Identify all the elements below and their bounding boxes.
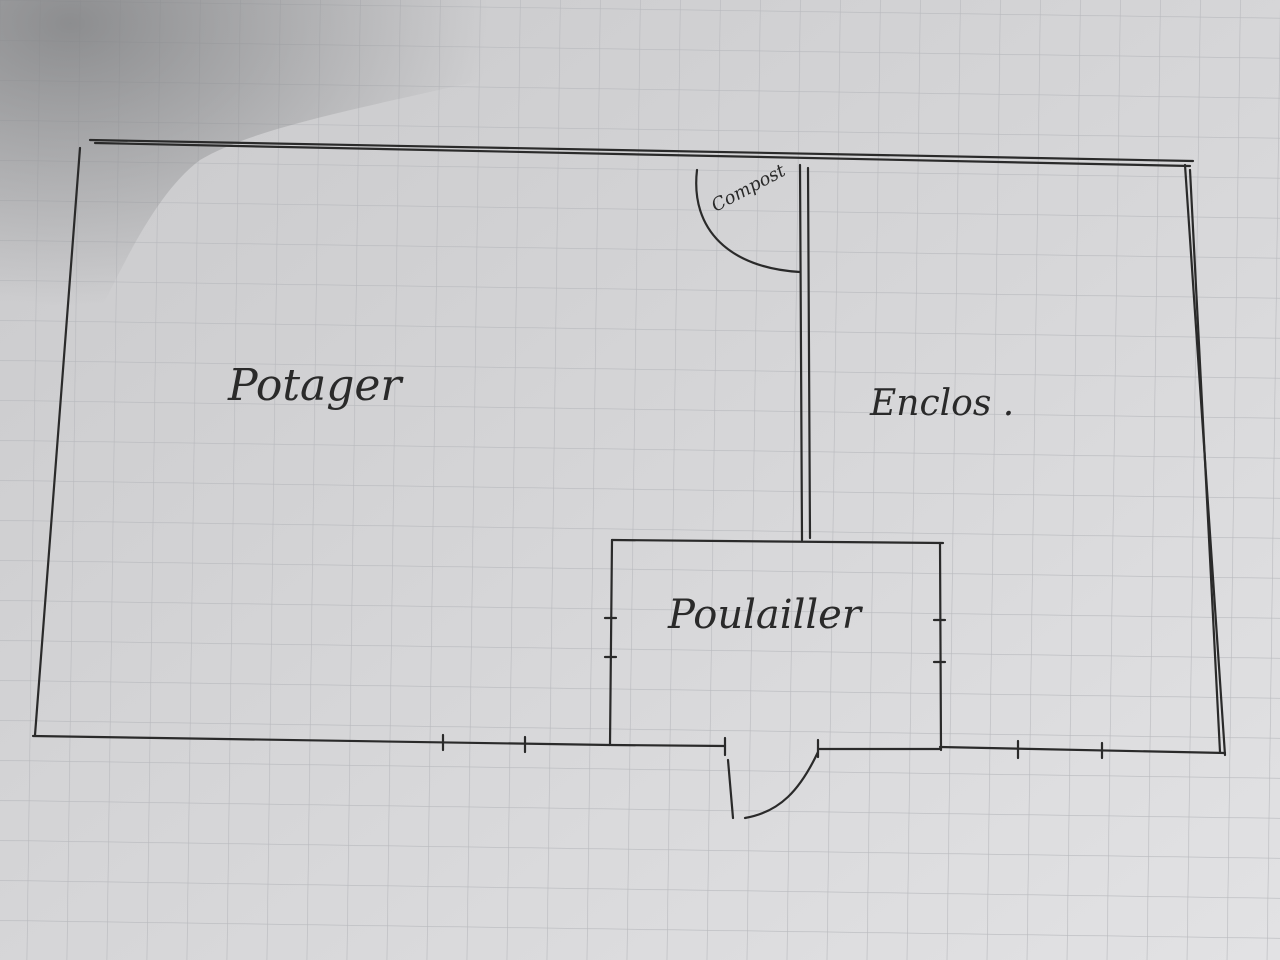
outer-wall-left — [33, 146, 82, 737]
outer-wall-top — [88, 138, 1195, 163]
door-arc — [743, 750, 820, 820]
compost-arc — [695, 168, 802, 274]
zone-label-potager: Potager — [228, 360, 402, 411]
outer-wall-bottom-right — [938, 745, 1227, 755]
zone-label-poulailler: Poulailler — [668, 592, 861, 638]
coop-top — [610, 538, 945, 545]
coop-left — [608, 538, 614, 747]
coop-right — [938, 541, 943, 752]
zone-label-enclos: Enclos . — [870, 383, 1015, 424]
divider-wall — [798, 163, 804, 542]
outer-wall-bottom-left — [31, 734, 612, 747]
